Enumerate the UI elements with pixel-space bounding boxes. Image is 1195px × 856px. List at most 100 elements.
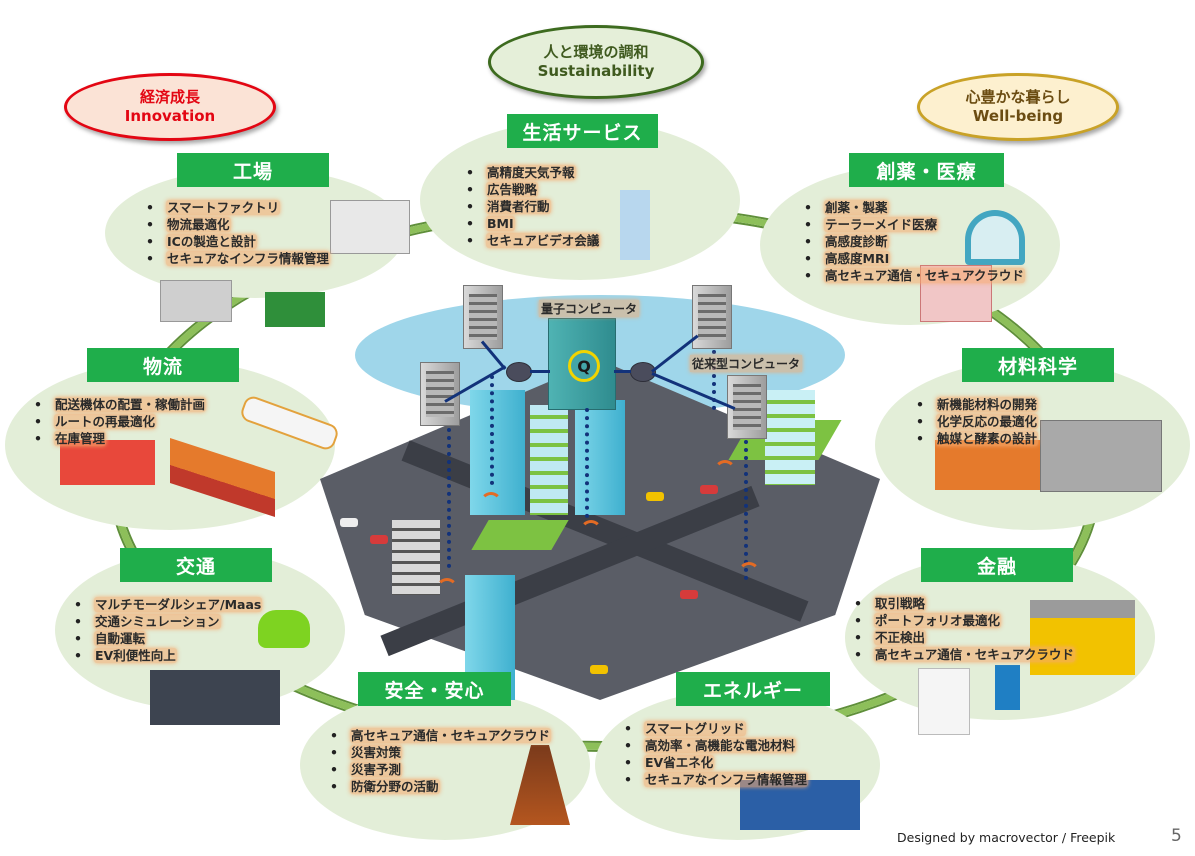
category-label-energy: エネルギー — [676, 672, 830, 706]
value-innovation: 経済成長 Innovation — [64, 73, 276, 141]
router-icon — [506, 362, 532, 382]
factory-items: スマートファクトリ 物流最適化 ICの製造と設計 セキュアなインフラ情報管理 — [142, 199, 330, 267]
green-building — [530, 405, 568, 515]
network-link — [614, 370, 631, 373]
category-label-materials: 材料科学 — [962, 348, 1114, 382]
list-item: 触媒と酵素の設計 — [912, 430, 1039, 447]
energy-items: スマートグリッド 高効率・高機能な電池材料 EV省エネ化 セキュアなインフラ情報… — [620, 720, 808, 788]
list-item: 不正検出 — [850, 629, 1075, 646]
car — [700, 485, 718, 494]
list-item: テーラーメイド医療 — [800, 216, 1025, 233]
network-dotted-link — [712, 350, 716, 410]
factory-illustration — [160, 280, 232, 322]
value-wellbeing: 心豊かな暮らし Well-being — [917, 73, 1119, 141]
office-building — [392, 520, 440, 595]
value-innovation-jp: 経済成長 — [139, 88, 200, 106]
list-item: 取引戦略 — [850, 595, 1075, 612]
lab-illustration — [935, 440, 1045, 490]
category-label-transport: 交通 — [120, 548, 272, 582]
category-label-life-services: 生活サービス — [507, 114, 658, 148]
bus-terminal-illustration — [150, 670, 280, 725]
value-sustainability-jp: 人と環境の調和 — [543, 43, 649, 61]
list-item: スマートファクトリ — [142, 199, 330, 216]
list-item: 創薬・製薬 — [800, 199, 1025, 216]
factory-illustration — [330, 200, 410, 254]
list-item: 高感度MRI — [800, 250, 1025, 267]
list-item: ポートフォリオ最適化 — [850, 612, 1075, 629]
car — [680, 590, 698, 599]
list-item: セキュアなインフラ情報管理 — [620, 771, 808, 788]
car — [590, 665, 608, 674]
classical-server-icon — [692, 285, 732, 349]
list-item: 高セキュア通信・セキュアクラウド — [326, 727, 551, 744]
list-item: マルチモーダルシェア/Maas — [70, 596, 263, 613]
category-label-drug-medical: 創薬・医療 — [849, 153, 1004, 187]
life-services-items: 高精度天気予報 広告戦略 消費者行動 BMI セキュアビデオ会議 — [462, 164, 601, 249]
list-item: 自動運転 — [70, 630, 262, 647]
quantum-computer-label: 量子コンピュータ — [539, 300, 640, 317]
list-item: BMI — [462, 215, 600, 232]
list-item: ルートの再最適化 — [30, 413, 206, 430]
list-item: EV省エネ化 — [620, 754, 808, 771]
greenhouse-illustration — [265, 292, 325, 327]
list-item: 在庫管理 — [30, 430, 206, 447]
wifi-icon — [580, 520, 602, 542]
network-link — [530, 370, 550, 373]
list-item: 交通シミュレーション — [70, 613, 262, 630]
network-dotted-link — [585, 408, 589, 518]
list-item: ICの製造と設計 — [142, 233, 330, 250]
wifi-icon — [738, 562, 760, 584]
warehouse-illustration — [60, 440, 155, 485]
chemical-plant-illustration — [1040, 420, 1162, 492]
list-item: 災害対策 — [326, 744, 551, 761]
value-sustainability-en: Sustainability — [537, 62, 655, 80]
category-label-safety: 安全・安心 — [358, 672, 511, 706]
logistics-items: 配送機体の配置・稼働計画 ルートの再最適化 在庫管理 — [30, 396, 207, 447]
shopper-illustration — [620, 190, 650, 260]
green-building — [765, 390, 815, 485]
atm-illustration — [995, 665, 1020, 710]
transport-items: マルチモーダルシェア/Maas 交通シミュレーション 自動運転 EV利便性向上 — [70, 596, 263, 664]
car — [340, 518, 358, 527]
wifi-icon — [436, 578, 458, 600]
car — [370, 535, 388, 544]
value-wellbeing-jp: 心豊かな暮らし — [965, 88, 1071, 106]
list-item: スマートグリッド — [620, 720, 808, 737]
finance-items: 取引戦略 ポートフォリオ最適化 不正検出 高セキュア通信・セキュアクラウド — [850, 595, 1075, 663]
value-innovation-en: Innovation — [124, 107, 216, 125]
page-number: 5 — [1171, 826, 1182, 846]
car — [646, 492, 664, 501]
list-item: 化学反応の最適化 — [912, 413, 1039, 430]
safety-items: 高セキュア通信・セキュアクラウド 災害対策 災害予測 防衛分野の活動 — [326, 727, 551, 795]
skyscraper — [575, 400, 625, 515]
value-wellbeing-en: Well-being — [972, 107, 1064, 125]
list-item: 配送機体の配置・稼働計画 — [30, 396, 207, 413]
image-credit: Designed by macrovector / Freepik — [897, 830, 1116, 845]
network-dotted-link — [447, 428, 451, 568]
list-item: 消費者行動 — [462, 198, 600, 215]
list-item: 高セキュア通信・セキュアクラウド — [850, 646, 1075, 663]
classical-computer-label: 従来型コンピュータ — [690, 355, 803, 372]
list-item: 高精度天気予報 — [462, 164, 600, 181]
drug-medical-items: 創薬・製薬 テーラーメイド医療 高感度診断 高感度MRI 高セキュア通信・セキュ… — [800, 199, 1025, 284]
list-item: 高効率・高機能な電池材料 — [620, 737, 808, 754]
electric-car-illustration — [258, 610, 310, 648]
network-dotted-link — [744, 440, 748, 580]
list-item: 災害予測 — [326, 761, 551, 778]
wifi-icon — [480, 492, 502, 514]
list-item: 高感度診断 — [800, 233, 1025, 250]
list-item: セキュアなインフラ情報管理 — [142, 250, 330, 267]
list-item: 高セキュア通信・セキュアクラウド — [800, 267, 1025, 284]
solar-plant-illustration — [740, 780, 860, 830]
chart-board-illustration — [918, 668, 970, 735]
quantum-q-mark: Q — [568, 350, 600, 382]
value-sustainability: 人と環境の調和 Sustainability — [488, 25, 704, 99]
materials-items: 新機能材料の開発 化学反応の最適化 触媒と酵素の設計 — [912, 396, 1039, 447]
network-dotted-link — [490, 375, 494, 485]
category-label-logistics: 物流 — [87, 348, 239, 382]
list-item: EV利便性向上 — [70, 647, 262, 664]
list-item: 新機能材料の開発 — [912, 396, 1039, 413]
category-label-factory: 工場 — [177, 153, 329, 187]
list-item: 防衛分野の活動 — [326, 778, 551, 795]
list-item: セキュアビデオ会議 — [462, 232, 601, 249]
